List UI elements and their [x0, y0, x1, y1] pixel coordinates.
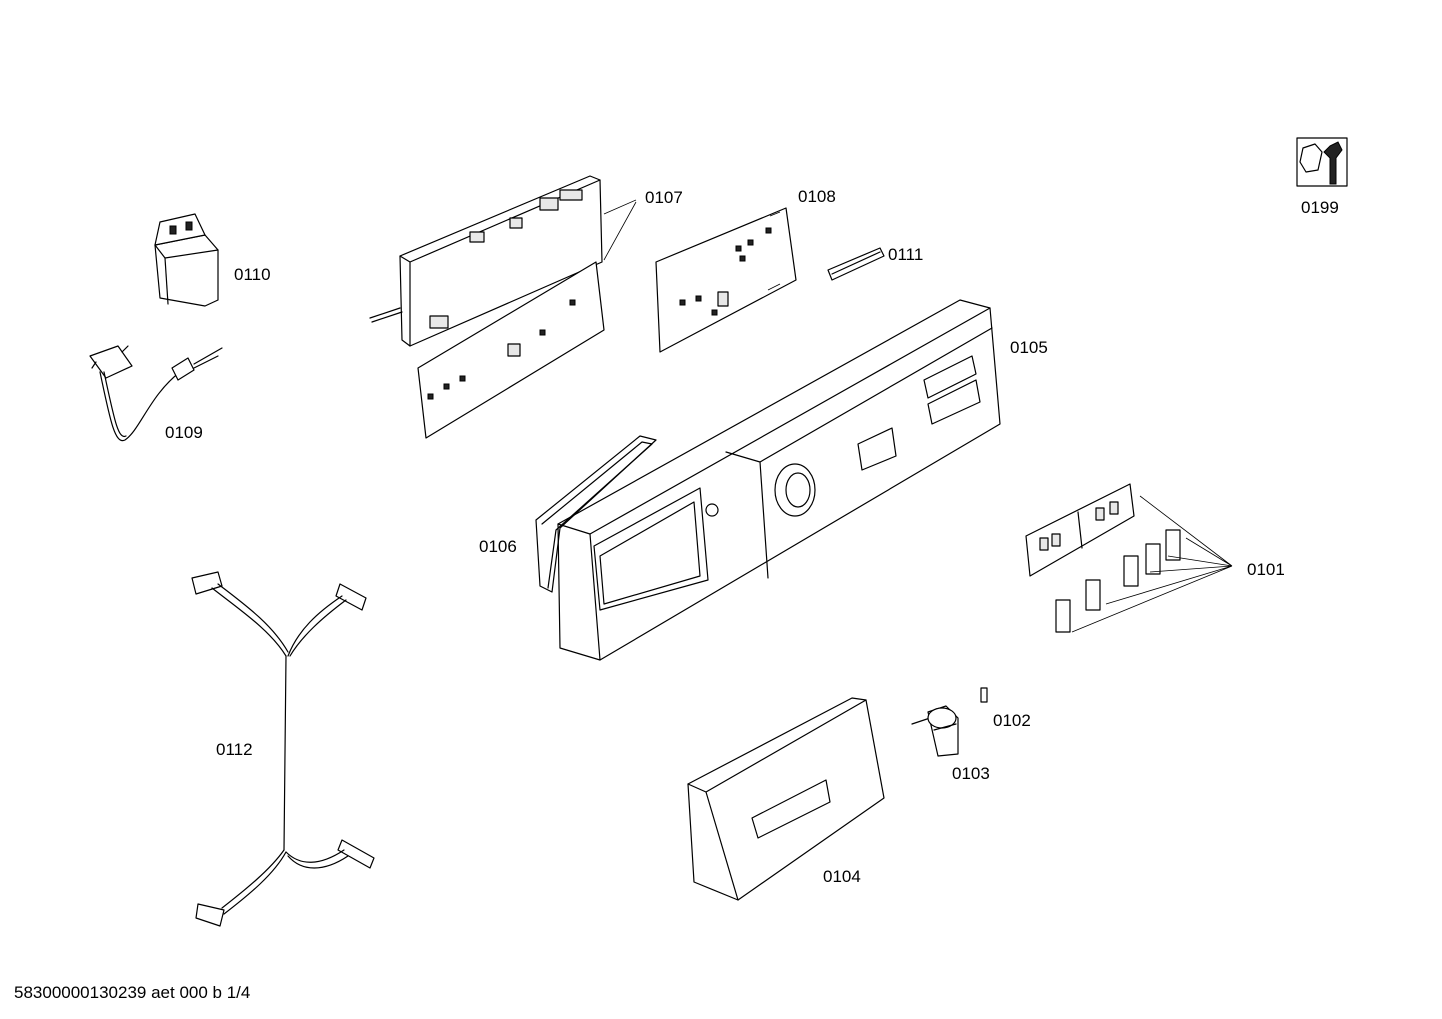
label-0112: 0112 [216, 740, 253, 759]
part-0105-drawing [557, 299, 1001, 661]
part-0109-drawing [89, 345, 223, 442]
label-0106: 0106 [479, 537, 517, 556]
part-0106-drawing [535, 435, 657, 593]
label-0104: 0104 [823, 867, 861, 886]
label-0109: 0109 [165, 423, 203, 442]
label-0108: 0108 [798, 187, 836, 206]
part-0103-drawing [911, 705, 959, 757]
label-0101: 0101 [1247, 560, 1285, 579]
label-0110: 0110 [234, 265, 271, 284]
label-0111: 0111 [888, 245, 924, 264]
part-0101-drawing [1025, 483, 1233, 633]
drawing-reference-footer: 58300000130239 aet 000 b 1/4 [14, 983, 251, 1002]
part-0112-drawing [191, 571, 375, 927]
part-0111-drawing [827, 247, 885, 281]
label-0102: 0102 [993, 711, 1031, 730]
part-0107-drawing [369, 175, 637, 439]
part-0102-drawing [980, 687, 988, 703]
part-0104-drawing [687, 697, 885, 901]
part-0108-drawing [655, 207, 797, 353]
label-0103: 0103 [952, 764, 990, 783]
wrench-nut-icon [1296, 137, 1348, 187]
part-0110-drawing [154, 213, 219, 307]
label-0105: 0105 [1010, 338, 1048, 357]
label-0107: 0107 [645, 188, 683, 207]
label-0199: 0199 [1301, 198, 1339, 217]
